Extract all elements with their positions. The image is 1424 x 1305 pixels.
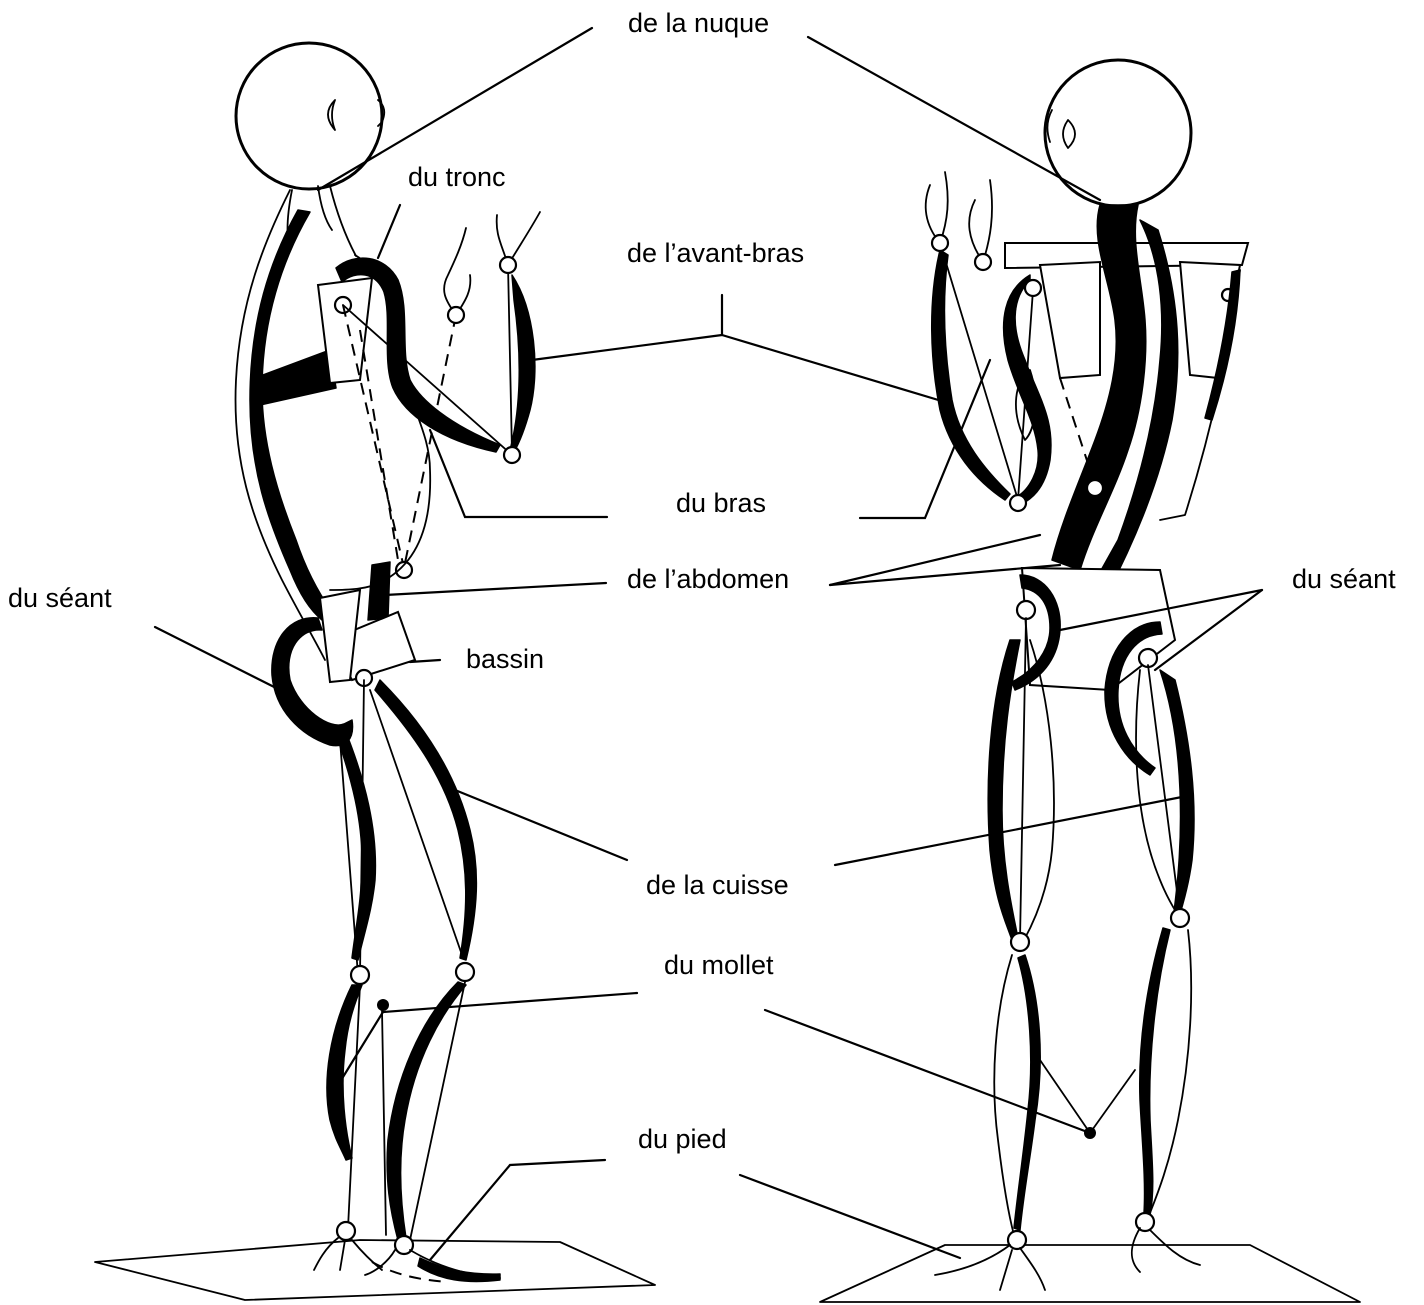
head-right	[1045, 60, 1191, 206]
finger-1-left	[497, 212, 540, 265]
arm-dash-2-left	[404, 315, 456, 568]
finger-joint-right	[975, 254, 991, 270]
ankle-joint-front-left	[395, 1236, 413, 1254]
label-nuque: de la nuque	[628, 8, 769, 38]
back-view-figure	[820, 60, 1360, 1302]
shin-muscle-left	[387, 982, 466, 1240]
leader-pied-right	[740, 1175, 960, 1258]
fibula-line-left	[382, 1010, 386, 1235]
finger-1-right	[926, 172, 948, 243]
foot-b-right	[1132, 1228, 1200, 1272]
wrist-joint-right	[932, 235, 948, 251]
knee-b-right	[1171, 909, 1189, 927]
ankle-b-right	[1136, 1213, 1154, 1231]
label-seant-left: du séant	[8, 583, 112, 613]
finger-2-left	[444, 228, 470, 315]
label-tronc: du tronc	[408, 162, 506, 192]
label-abdomen: de l’abdomen	[627, 564, 789, 594]
leader-abdomen-left	[385, 583, 606, 595]
label-seant-right: du séant	[1292, 564, 1396, 594]
leader-cuisse-right	[835, 795, 1192, 865]
ankle-joint-back-left	[337, 1222, 355, 1240]
leader-avant-bras-right	[722, 335, 945, 402]
leader-pied-left	[430, 1160, 605, 1260]
elbow-joint-right	[1010, 495, 1026, 511]
calf-contour-a-right	[994, 955, 1014, 1235]
knee-a-right	[1011, 933, 1029, 951]
forearm-muscle-right	[932, 250, 1010, 500]
ground-plate-right	[820, 1245, 1360, 1302]
leader-avant-bras-left	[532, 335, 722, 360]
scapula-left-right	[1040, 262, 1100, 378]
foot-a-right	[935, 1245, 1045, 1290]
wrist-joint-left	[500, 257, 516, 273]
leader-abdomen-right-1	[830, 535, 1040, 585]
label-cuisse: de la cuisse	[646, 870, 789, 900]
leader-mollet-right	[765, 1010, 1090, 1133]
forearm-muscle-left	[510, 275, 535, 452]
trunk-bar-left	[255, 350, 336, 405]
calf-branch-1-right	[1040, 1060, 1090, 1133]
side-view-figure	[95, 43, 655, 1300]
hip-joint-a-right	[1017, 601, 1035, 619]
finger-joint-left	[448, 307, 464, 323]
back-muscle-left	[250, 210, 332, 620]
elbow-joint-left	[504, 447, 520, 463]
knee-joint-back-left	[351, 966, 369, 984]
label-bassin: bassin	[466, 644, 544, 674]
label-avant-bras: de l’avant-bras	[627, 238, 804, 268]
label-mollet: du mollet	[664, 950, 774, 980]
ankle-a-right	[1008, 1231, 1026, 1249]
thigh-front-muscle-left	[375, 680, 476, 960]
abdomen-muscle-left	[368, 562, 390, 620]
labels: de la nuque du tronc de l’avant-bras du …	[8, 8, 1396, 1154]
calf-muscle-a-right	[1014, 955, 1040, 1230]
femur-a-right	[1020, 618, 1026, 940]
head-left	[236, 43, 382, 189]
arm-muscle-right	[1004, 275, 1051, 505]
calf-point-left	[377, 999, 389, 1011]
lower-back-joint-right	[1087, 480, 1103, 496]
knee-joint-front-left	[456, 963, 474, 981]
thigh-back-muscle-left	[338, 730, 375, 960]
shoulder-joint-right	[1025, 280, 1041, 296]
calf-branch-2-right	[1090, 1070, 1135, 1133]
forearm-line-left	[508, 265, 512, 453]
label-pied: du pied	[638, 1124, 727, 1154]
finger-2-right	[969, 180, 992, 262]
label-bras: du bras	[676, 488, 766, 518]
leader-tronc	[378, 205, 400, 258]
leader-cuisse-left	[455, 790, 627, 860]
leader-bras-right	[860, 360, 990, 518]
